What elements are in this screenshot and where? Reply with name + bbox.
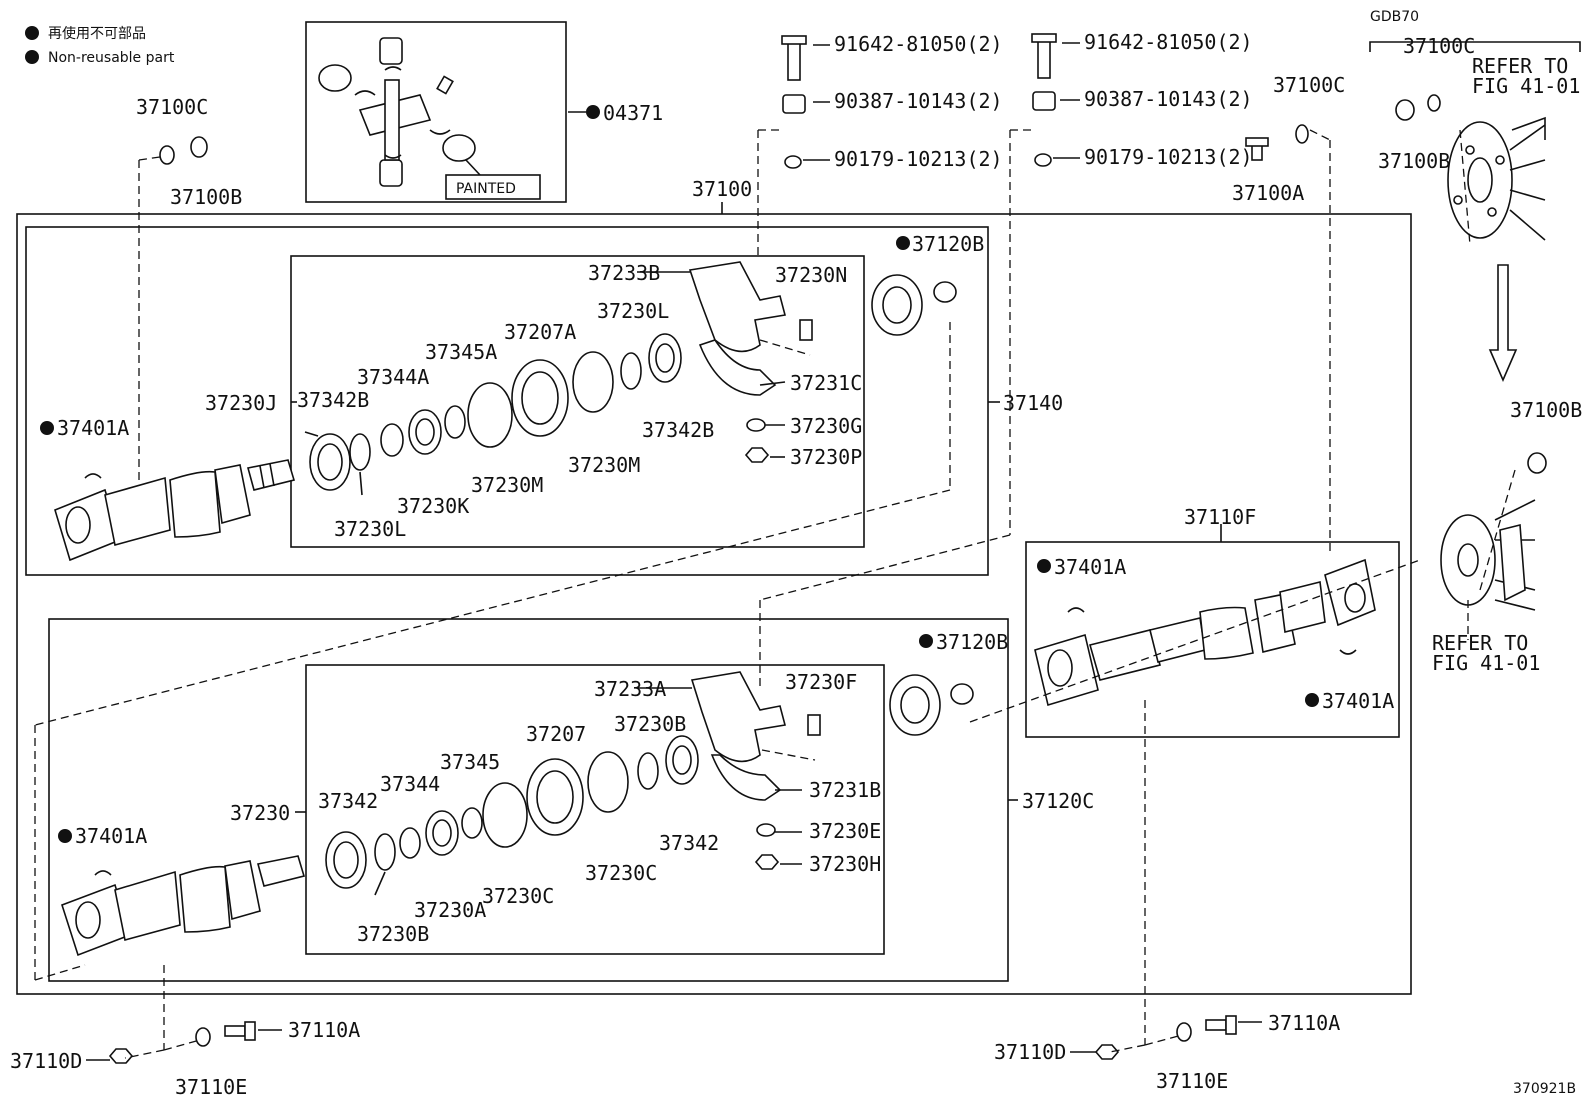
part-label: 37230A	[414, 898, 486, 922]
bearing-parts-upper	[309, 261, 957, 491]
refer-bottom-line1: REFER TO	[1432, 631, 1528, 655]
part-label: 37230C	[585, 861, 657, 885]
assembly-37100-frame	[16, 213, 1412, 995]
leader-lines	[34, 42, 1516, 1061]
part-label: 37100A	[1232, 181, 1304, 205]
painted-tag: PAINTED	[456, 181, 516, 197]
refer-bottom-line2: FIG 41-01	[1432, 651, 1540, 675]
part-label: 37230G	[790, 414, 862, 438]
part-label: 37100B	[170, 185, 242, 209]
part-label: 37230N	[775, 263, 847, 287]
part-label: 90387-10143(2)	[1084, 87, 1253, 111]
part-label: 37110F	[1184, 505, 1256, 529]
non-reusable-dot-icon	[25, 50, 39, 64]
shaft-37110F-frame	[1025, 541, 1400, 738]
part-label: 37230L	[597, 299, 669, 323]
part-label: 37100	[692, 177, 752, 201]
part-label: 37231C	[790, 371, 862, 395]
part-label: 37110A	[288, 1018, 360, 1042]
model-tag: GDB70	[1370, 9, 1419, 25]
part-label: 37230B	[614, 712, 686, 736]
part-label: 37230F	[785, 670, 857, 694]
direction-arrow-icon	[1488, 264, 1518, 383]
part-label: 37230L	[334, 517, 406, 541]
part-label: 37110E	[175, 1075, 247, 1099]
part-label: 37342	[659, 831, 719, 855]
part-label: 37100C	[1273, 73, 1345, 97]
part-label: 37233A	[594, 677, 666, 701]
non-reusable-dot-icon	[25, 26, 39, 40]
part-label: 37207	[526, 722, 586, 746]
universal-joint-kit: PAINTED	[318, 37, 541, 200]
universal-joint-kit-frame	[305, 21, 567, 203]
part-label: 37140	[1003, 391, 1063, 415]
part-label: 90179-10213(2)	[1084, 145, 1253, 169]
part-label: 37100B	[1378, 149, 1450, 173]
refer-top-line2: FIG 41-01	[1472, 74, 1580, 98]
part-label: 37230M	[568, 453, 640, 477]
part-label: 37401A	[75, 824, 147, 848]
fasteners-bottom	[108, 1015, 1237, 1064]
part-label: 37401A	[1054, 555, 1126, 579]
refer-top-line1: REFER TO	[1472, 54, 1568, 78]
bearing-parts-lower	[325, 671, 974, 889]
part-label: 37344	[380, 772, 440, 796]
part-label: 91642-81050(2)	[1084, 30, 1253, 54]
legend-jp: 再使用不可部品	[48, 25, 146, 42]
part-label: 37345A	[425, 340, 497, 364]
part-label: 37100C	[1403, 34, 1475, 58]
shaft-37140-frame	[25, 226, 989, 576]
part-label: 37110E	[1156, 1069, 1228, 1093]
part-label: 37342B	[642, 418, 714, 442]
shaft-37140-drawing	[54, 459, 296, 562]
part-label: 37342B	[297, 388, 369, 412]
flange-bottom-right	[1440, 499, 1536, 611]
part-label: 37230C	[482, 884, 554, 908]
part-label: 37230H	[809, 852, 881, 876]
part-label: 37100B	[1510, 398, 1582, 422]
figure-id: 370921B	[1513, 1081, 1576, 1097]
part-label: 37230	[230, 801, 290, 825]
part-label: 37110D	[10, 1049, 82, 1073]
painted-tag-box	[445, 174, 541, 200]
part-label: 37344A	[357, 365, 429, 389]
part-label: 37230J	[205, 391, 277, 415]
part-label: 37345	[440, 750, 500, 774]
part-label: 37230P	[790, 445, 862, 469]
part-label: 37231B	[809, 778, 881, 802]
part-label: 37207A	[504, 320, 576, 344]
part-label: 04371	[603, 101, 663, 125]
part-label: 37110D	[994, 1040, 1066, 1064]
part-label: 90179-10213(2)	[834, 147, 1003, 171]
part-label: 90387-10143(2)	[834, 89, 1003, 113]
part-label: 37342	[318, 789, 378, 813]
legend-en: Non-reusable part	[48, 50, 175, 66]
shaft-37110F-drawing	[1034, 558, 1376, 707]
part-label: 37233B	[588, 261, 660, 285]
part-label: 37120B	[936, 630, 1008, 654]
fasteners-top	[159, 33, 1547, 474]
legend: 再使用不可部品 Non-reusable part	[25, 25, 175, 66]
part-label: 37100C	[136, 95, 208, 119]
part-label: 37230E	[809, 819, 881, 843]
bearing-37230-frame	[305, 664, 885, 955]
flange-top-right	[1447, 116, 1546, 241]
shaft-37120C-drawing	[61, 855, 306, 957]
part-label: 37110A	[1268, 1011, 1340, 1035]
non-reusable-markers	[40, 105, 1319, 843]
part-label: 37401A	[1322, 689, 1394, 713]
part-label: 37120C	[1022, 789, 1094, 813]
part-label: 37230M	[471, 473, 543, 497]
part-label: 37401A	[57, 416, 129, 440]
part-label: 37120B	[912, 232, 984, 256]
part-labels: 04371 37100C 37100B 37100 91642-81050(2)…	[10, 9, 1582, 1099]
gdb70-bracket	[1369, 41, 1581, 52]
part-label: 37230K	[397, 494, 469, 518]
part-label: 91642-81050(2)	[834, 32, 1003, 56]
part-label: 37230B	[357, 922, 429, 946]
